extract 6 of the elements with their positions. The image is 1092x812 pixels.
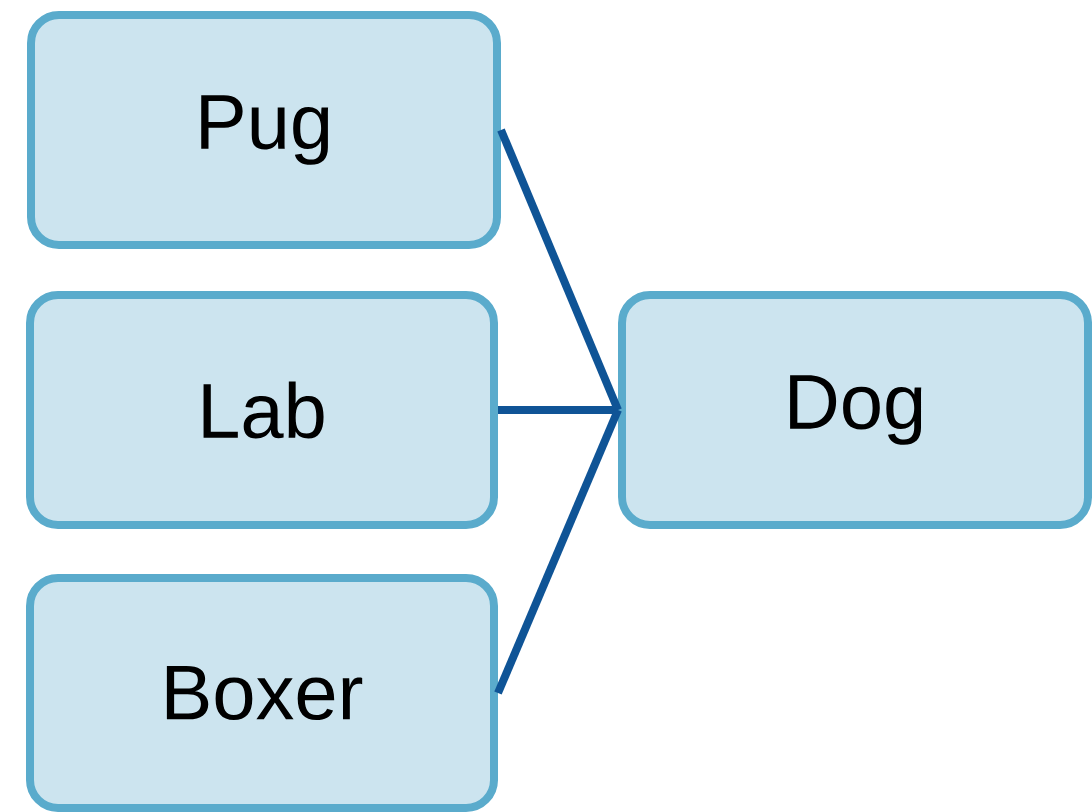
box: Pug [27,11,501,249]
box: Lab [26,291,498,529]
connector-line [497,128,622,412]
box: Boxer [26,574,498,812]
box: Dog [618,291,1092,529]
connector-line [494,408,622,695]
